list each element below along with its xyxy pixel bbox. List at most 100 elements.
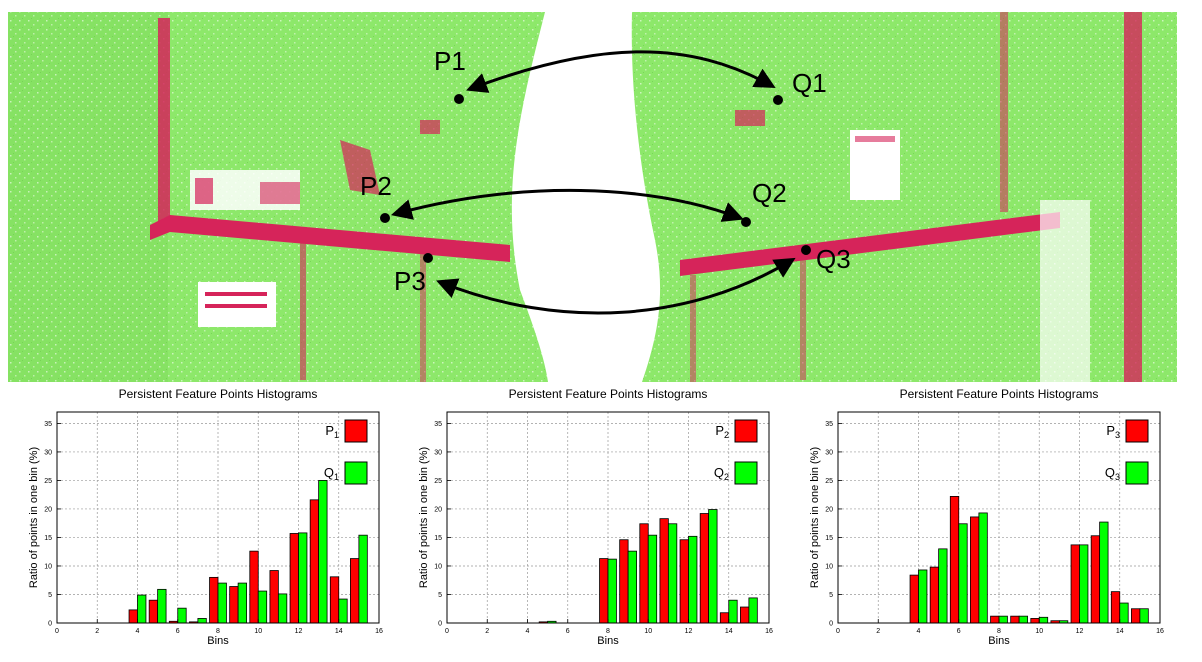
legend-swatch-q3 (1125, 461, 1149, 485)
y-tick-label: 15 (825, 535, 833, 542)
bar-q3-bin-4 (918, 569, 928, 624)
bar-p3-bin-4 (909, 574, 919, 624)
bar-p3-bin-9 (1010, 615, 1020, 624)
x-tick-label: 12 (685, 628, 693, 635)
bar-p3-bin-10 (1030, 618, 1040, 624)
x-tick-label: 4 (136, 628, 140, 635)
y-tick-label: 0 (48, 621, 52, 628)
bar-p3-bin-7 (970, 516, 980, 624)
bar-p3-bin-8 (990, 615, 1000, 624)
x-tick-label: 0 (55, 628, 59, 635)
bar-q1-bin-6 (177, 607, 187, 624)
y-tick-label: 35 (825, 421, 833, 428)
legend-swatch-p1 (344, 419, 368, 443)
x-tick-label: 8 (216, 628, 220, 635)
chart-title: Persistent Feature Points Histograms (119, 387, 318, 401)
y-tick-label: 35 (434, 421, 442, 428)
bar-p2-bin-9 (619, 539, 629, 624)
legend-swatch-q1 (344, 461, 368, 485)
y-tick-label: 5 (48, 592, 52, 599)
bar-q1-bin-4 (137, 594, 147, 624)
y-tick-label: 25 (825, 478, 833, 485)
y-tick-label: 0 (829, 621, 833, 628)
keypoints (380, 94, 811, 263)
y-tick-label: 25 (434, 478, 442, 485)
x-tick-label: 8 (997, 628, 1001, 635)
bar-p1-bin-14 (329, 576, 340, 624)
y-tick-label: 20 (825, 506, 833, 513)
x-tick-label: 10 (1035, 628, 1043, 635)
legend-label-q1: Q1 (324, 465, 339, 482)
y-tick-label: 10 (44, 563, 52, 570)
right-point-cloud (631, 12, 1177, 382)
bar-p1-bin-13 (309, 499, 320, 624)
x-tick-label: 2 (485, 628, 489, 635)
bar-q3-bin-7 (978, 512, 988, 624)
bar-p2-bin-10 (639, 523, 649, 624)
bar-q1-bin-15 (358, 534, 368, 624)
y-tick-label: 10 (825, 563, 833, 570)
bar-q1-bin-12 (298, 532, 308, 624)
bar-q3-bin-6 (958, 523, 968, 624)
legend-label-p3: P3 (1106, 423, 1120, 440)
point-cloud-scene: P1 Q1 P2 Q2 P3 Q3 (8, 12, 1177, 382)
label-q3: Q3 (816, 244, 851, 274)
y-axis-label: Ratio of points in one bin (%) (418, 447, 430, 588)
chart-title: Persistent Feature Points Histograms (900, 387, 1099, 401)
bar-p2-bin-13 (699, 513, 710, 624)
bar-q2-bin-15 (748, 597, 758, 624)
bar-q1-bin-11 (277, 593, 288, 624)
legend-swatch-p2 (734, 419, 758, 443)
bar-p2-bin-8 (599, 558, 609, 624)
label-p1: P1 (434, 46, 466, 76)
y-tick-label: 20 (44, 506, 52, 513)
x-tick-label: 10 (644, 628, 652, 635)
x-tick-label: 14 (335, 628, 343, 635)
bar-q1-bin-7 (197, 618, 207, 624)
legend-label-q3: Q3 (1105, 465, 1120, 482)
chart-title: Persistent Feature Points Histograms (509, 387, 708, 401)
y-axis-label: Ratio of points in one bin (%) (809, 447, 821, 588)
bar-q2-bin-14 (728, 599, 738, 624)
y-tick-label: 30 (434, 449, 442, 456)
x-tick-label: 6 (957, 628, 961, 635)
bar-q1-bin-8 (217, 582, 227, 624)
legend-label-p1: P1 (325, 423, 339, 440)
bar-q3-bin-13 (1099, 521, 1109, 624)
bar-p3-bin-13 (1090, 535, 1101, 624)
y-tick-label: 15 (44, 535, 52, 542)
x-tick-label: 4 (526, 628, 530, 635)
y-axis-label: Ratio of points in one bin (%) (28, 447, 40, 588)
bar-p3-bin-6 (949, 496, 960, 624)
bar-q3-bin-10 (1038, 616, 1049, 624)
y-tick-label: 35 (44, 421, 52, 428)
left-point-cloud (8, 12, 548, 382)
bar-q2-bin-8 (607, 558, 617, 624)
bar-p3-bin-12 (1070, 544, 1080, 624)
y-tick-label: 5 (438, 592, 442, 599)
bar-p1-bin-9 (229, 586, 239, 624)
y-tick-label: 0 (438, 621, 442, 628)
bar-p2-bin-14 (719, 612, 730, 624)
x-tick-label: 2 (95, 628, 99, 635)
label-p3: P3 (394, 266, 426, 296)
label-q1: Q1 (792, 68, 827, 98)
bar-q3-bin-5 (938, 548, 948, 624)
bar-p1-bin-10 (249, 550, 259, 624)
legend-label-p2: P2 (715, 423, 729, 440)
x-axis-label: Bins (988, 635, 1010, 647)
bar-q3-bin-14 (1119, 602, 1129, 624)
bar-p2-bin-12 (679, 539, 689, 624)
bar-q1-bin-9 (237, 582, 247, 624)
bar-q3-bin-8 (998, 615, 1008, 624)
bar-q3-bin-9 (1018, 615, 1028, 624)
x-tick-label: 16 (375, 628, 383, 635)
bar-p1-bin-5 (148, 599, 159, 624)
x-tick-label: 16 (765, 628, 773, 635)
bar-q3-bin-12 (1079, 544, 1089, 624)
x-tick-label: 0 (445, 628, 449, 635)
bar-p3-bin-14 (1110, 591, 1121, 624)
x-tick-label: 12 (1076, 628, 1084, 635)
